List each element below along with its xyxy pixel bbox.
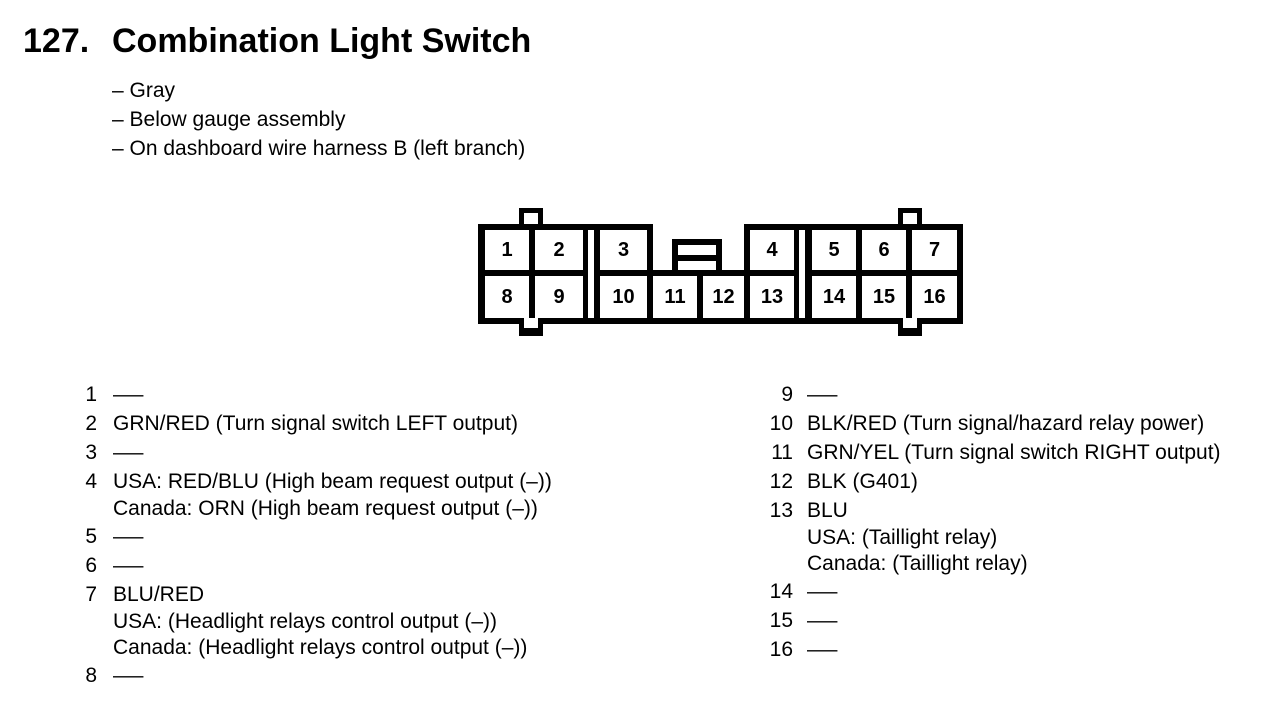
connector-pin-15: 15 [862,276,906,318]
pin-number: 3 [85,441,97,464]
note-location: – Below gauge assembly [112,108,346,131]
section-number: 127. [23,22,90,60]
pin-desc: GRN/YEL (Turn signal switch RIGHT output… [807,441,1221,464]
pin-entry-6: 6 — [72,551,552,580]
pin-number: 10 [769,412,793,435]
pin-desc: — [113,525,144,548]
connector-pin-13: 13 [750,276,794,318]
connector-pin-7: 7 [912,230,957,270]
pin-entry-11: 11 GRN/YEL (Turn signal switch RIGHT out… [749,438,1221,467]
pin-entry-5: 5 — [72,522,552,551]
separator-gap [799,230,805,318]
pin-number: 6 [85,554,97,577]
page-title: Combination Light Switch [112,22,532,60]
pin-entry-15: 15 — [749,606,1221,635]
connector-pin-4: 4 [750,230,794,270]
note-color: – Gray [112,79,176,102]
pin-list-left: 1 — 2 GRN/RED (Turn signal switch LEFT o… [72,380,552,690]
pin-desc: BLK/RED (Turn signal/hazard relay power) [807,412,1205,435]
connector-diagram: 1 2 3 4 5 6 7 8 9 10 11 12 13 14 15 16 [478,206,965,336]
pin-number: 4 [85,470,97,493]
connector-pin-16: 16 [912,276,957,318]
pin-list-right: 9 — 10 BLK/RED (Turn signal/hazard relay… [749,380,1221,664]
pin-desc: — [807,609,838,632]
connector-pin-9: 9 [535,276,583,318]
pin-number: 7 [85,583,97,606]
connector-notes: – Gray – Below gauge assembly – On dashb… [112,76,525,163]
pin-desc: GRN/RED (Turn signal switch LEFT output) [113,412,518,435]
pin-desc: BLU [807,499,848,522]
pin-number: 8 [85,664,97,687]
pin-number: 14 [769,580,793,603]
pin-desc: Canada: (Taillight relay) [807,552,1028,575]
pin-entry-2: 2 GRN/RED (Turn signal switch LEFT outpu… [72,409,552,438]
pin-number: 9 [781,383,793,406]
pin-number: 15 [769,609,793,632]
pin-entry-9: 9 — [749,380,1221,409]
connector-pin-8: 8 [485,276,529,318]
pin-number: 2 [85,412,97,435]
latch-slot [678,245,716,255]
tab-notch [524,213,538,224]
note-harness: – On dashboard wire harness B (left bran… [112,137,526,160]
pin-entry-14: 14 — [749,577,1221,606]
pin-entry-1: 1 — [72,380,552,409]
pin-number: 13 [769,499,793,522]
pin-desc: USA: (Headlight relays control output (–… [113,610,497,633]
pin-desc: — [807,580,838,603]
separator-gap [588,230,594,318]
tab-notch [903,318,917,328]
pin-desc: USA: (Taillight relay) [807,526,998,549]
pin-number: 1 [85,383,97,406]
pin-number: 5 [85,525,97,548]
connector-pin-12: 12 [703,276,744,318]
pin-entry-4: 4 USA: RED/BLU (High beam request output… [72,467,552,522]
pin-desc: Canada: ORN (High beam request output (–… [113,497,538,520]
pin-desc: — [113,383,144,406]
pin-entry-3: 3 — [72,438,552,467]
pin-desc: Canada: (Headlight relays control output… [113,636,528,659]
pin-desc: — [113,554,144,577]
pin-desc: BLK (G401) [807,470,918,493]
pin-desc: USA: RED/BLU (High beam request output (… [113,470,552,493]
pin-entry-12: 12 BLK (G401) [749,467,1221,496]
pin-entry-10: 10 BLK/RED (Turn signal/hazard relay pow… [749,409,1221,438]
pin-desc: — [807,383,838,406]
connector-pin-5: 5 [812,230,856,270]
pin-entry-7: 7 BLU/RED USA: (Headlight relays control… [72,580,552,661]
pin-desc: — [113,664,144,687]
pin-entry-13: 13 BLU USA: (Taillight relay) Canada: (T… [749,496,1221,577]
pin-entry-8: 8 — [72,661,552,690]
pin-number: 11 [771,441,793,464]
pin-desc: — [113,441,144,464]
tab-notch [524,318,538,328]
connector-pin-10: 10 [600,276,647,318]
latch-slot [678,261,716,270]
connector-pin-11: 11 [653,276,697,318]
connector-pin-2: 2 [535,230,583,270]
pin-desc: BLU/RED [113,583,205,606]
pin-number: 16 [769,638,793,661]
pin-desc: — [807,638,838,661]
connector-pin-14: 14 [812,276,856,318]
connector-pin-3: 3 [600,230,647,270]
pin-number: 12 [769,470,793,493]
connector-pin-6: 6 [862,230,906,270]
tab-notch [903,213,917,224]
pin-entry-16: 16 — [749,635,1221,664]
connector-pin-1: 1 [485,230,529,270]
section-heading: 127. Combination Light Switch [23,22,531,60]
